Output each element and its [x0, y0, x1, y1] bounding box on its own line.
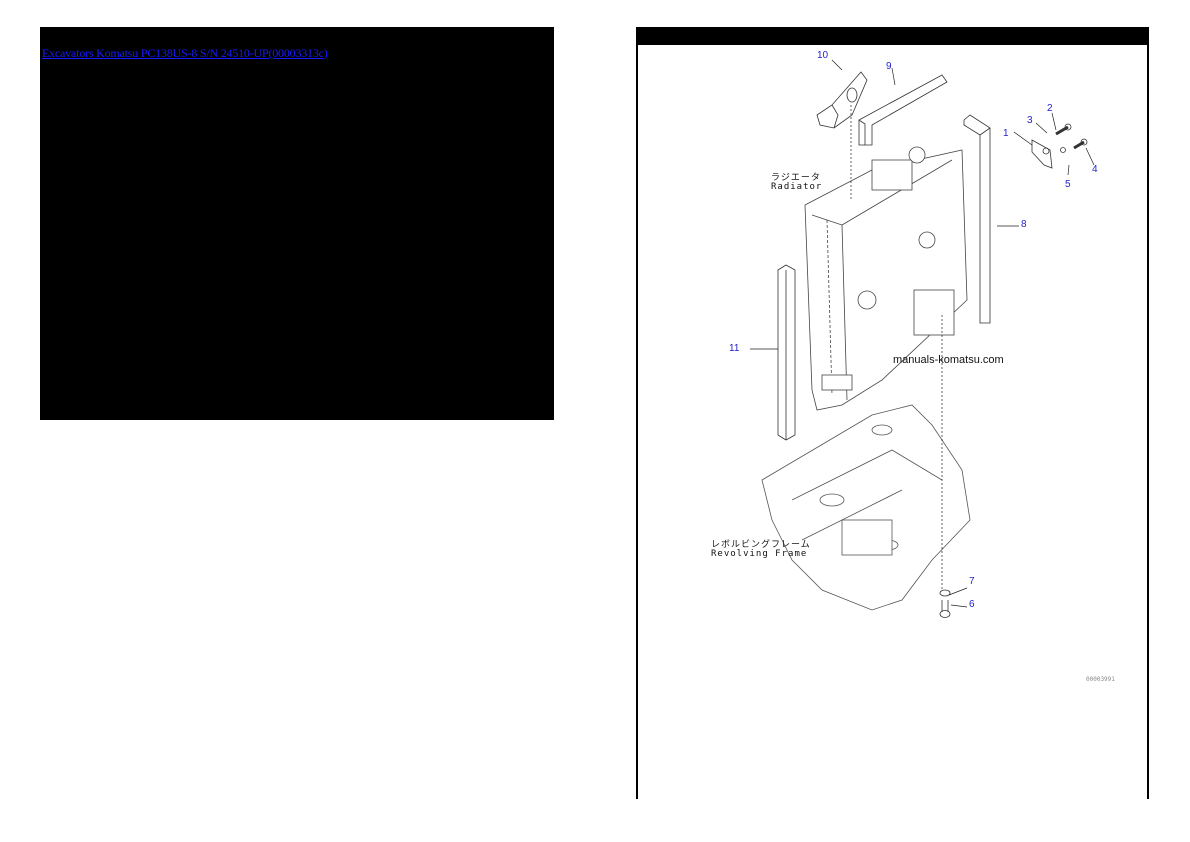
- frame-label-jp: レボルビングフレーム: [711, 540, 811, 550]
- callout-1[interactable]: 1: [1003, 128, 1009, 139]
- part-10-plate: [816, 71, 868, 129]
- part-9-bar: [858, 74, 948, 146]
- watermark: manuals-komatsu.com: [893, 354, 1004, 366]
- callout-8[interactable]: 8: [1021, 219, 1027, 230]
- part-8-strip: [963, 114, 991, 324]
- breadcrumb-link[interactable]: Excavators Komatsu PC138US-8 S/N 24510-U…: [42, 46, 328, 60]
- exploded-parts-diagram: [750, 59, 1095, 618]
- radiator-body: [804, 146, 968, 411]
- callout-11[interactable]: 11: [729, 343, 740, 354]
- callout-7[interactable]: 7: [969, 576, 975, 587]
- part-11-strip: [777, 264, 796, 441]
- callout-3[interactable]: 3: [1027, 115, 1033, 126]
- callout-5[interactable]: 5: [1065, 179, 1071, 190]
- parts-diagram-panel: 10 9 1 2 3 4 5 8 11 7 6 ラジエータ Radiator レ…: [636, 27, 1149, 799]
- revolving-frame: [761, 404, 971, 611]
- callout-4[interactable]: 4: [1092, 164, 1098, 175]
- left-panel: Excavators Komatsu PC138US-8 S/N 24510-U…: [40, 27, 554, 420]
- callout-2[interactable]: 2: [1047, 103, 1053, 114]
- radiator-label-en: Radiator: [771, 182, 823, 192]
- drawing-code: 00003991: [1086, 676, 1115, 683]
- callout-9[interactable]: 9: [886, 61, 892, 72]
- panel-header-bar: [636, 27, 1149, 45]
- radiator-label-jp: ラジエータ: [771, 173, 821, 183]
- frame-label-en: Revolving Frame: [711, 549, 808, 559]
- bracket-assembly: [1031, 123, 1088, 169]
- callout-6[interactable]: 6: [969, 599, 975, 610]
- leader-lines: [750, 59, 1095, 608]
- callout-10[interactable]: 10: [817, 50, 829, 61]
- mount-bolt: [939, 589, 951, 618]
